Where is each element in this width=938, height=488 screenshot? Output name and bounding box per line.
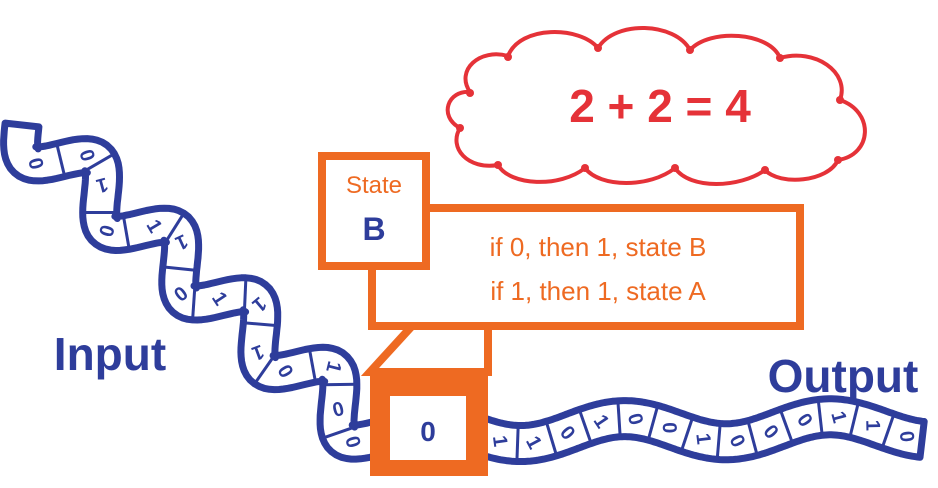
cloud-dot [776, 54, 784, 62]
output-tape-cell-symbol: 1 [826, 409, 850, 425]
output-tape-cell-divider [816, 399, 824, 436]
cloud-dot [466, 89, 474, 97]
input-tape-cell-divider [253, 355, 276, 385]
output-tape-cell-divider [746, 420, 759, 456]
cloud-dot [504, 53, 512, 61]
state-title: State [346, 172, 402, 199]
output-tape-cell-symbol: 1 [861, 420, 883, 432]
state-value: B [362, 211, 385, 247]
rules-box: if 0, then 1, state B if 1, then 1, stat… [368, 204, 804, 330]
output-label: Output [768, 350, 919, 402]
output-tape-cell-symbol: 0 [623, 411, 647, 427]
output-tape-cell-divider [515, 425, 520, 462]
output-tape-cell-divider [616, 400, 622, 437]
rules-box-frame [368, 204, 804, 330]
input-label: Input [54, 328, 166, 380]
output-tape-band [460, 395, 928, 465]
output-tape-cell-divider [679, 416, 695, 452]
input-tape-cell-divider [121, 215, 131, 250]
output-tape-cell-divider [848, 402, 860, 438]
rule-line-1: if 0, then 1, state B [490, 232, 707, 262]
output-tape-cell-symbol: 1 [488, 434, 511, 448]
input-tape-cell-divider [243, 321, 278, 328]
cloud-dot [594, 44, 602, 52]
input-tape-cell-divider [164, 212, 186, 243]
head-window [390, 396, 466, 460]
cloud-dot [761, 166, 769, 174]
output-tape-cell-divider [715, 423, 722, 460]
state-box: State B [318, 152, 430, 270]
output-tape-cell-symbol: 0 [658, 422, 680, 433]
output-tape-cell-divider [778, 408, 794, 444]
cloud-dot [456, 124, 464, 132]
output-tape-cell-symbol: 0 [895, 430, 918, 443]
input-tape-cell-symbol: 1 [321, 359, 345, 375]
cloud-dot [686, 46, 694, 54]
output-tape-cell-divider [880, 413, 896, 449]
output-tape-cell-symbol: 1 [691, 432, 714, 446]
input-tape-cell-divider [307, 348, 317, 383]
input-tape-cell-divider [322, 425, 356, 440]
cloud-dot [836, 96, 844, 104]
state-box-frame [318, 152, 430, 270]
input-tape-cell-divider [55, 143, 67, 177]
input-tape-cell-divider [84, 152, 116, 173]
cloud-dot [834, 156, 842, 164]
input-tape-cell-divider [191, 285, 197, 321]
output-tape-cell-divider [577, 409, 593, 444]
rule-line-2: if 1, then 1, state A [490, 276, 706, 306]
output-tape-cell-divider [646, 405, 660, 441]
output-tape-cell-divider [544, 420, 559, 457]
cloud-dot [671, 164, 679, 172]
thought-equation: 2 + 2 = 4 [569, 80, 751, 132]
input-tape-cell-divider [162, 265, 197, 272]
head-connector-shape [360, 322, 492, 376]
input-tape-cell-divider [242, 277, 248, 312]
head-connector [360, 322, 492, 376]
cloud-dot [581, 164, 589, 172]
thought-cloud: 2 + 2 = 4 [445, 26, 867, 186]
head-symbol: 0 [420, 416, 436, 447]
read-write-head: 0 [370, 372, 488, 476]
input-tape-cell-symbol: 0 [330, 396, 346, 420]
cloud-dot [494, 161, 502, 169]
